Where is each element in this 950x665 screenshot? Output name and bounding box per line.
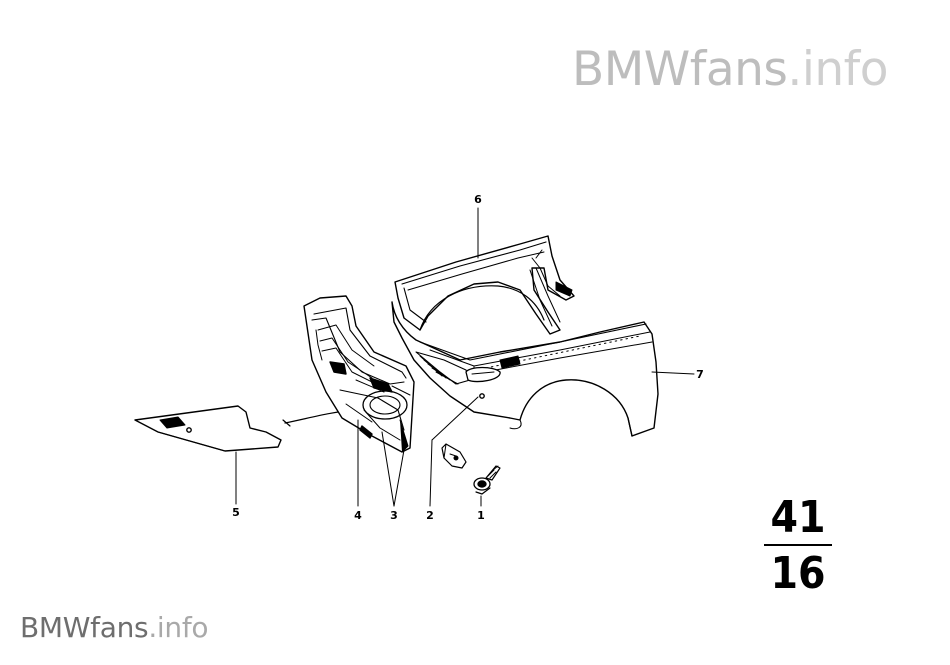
- cover-plate-part: [134, 405, 282, 452]
- watermark-top-brand: BMWfans: [572, 42, 788, 97]
- front-fender-assembly-part: [391, 235, 659, 437]
- callout-1: 1: [477, 509, 485, 522]
- callout-7: 7: [696, 368, 704, 381]
- callout-4: 4: [354, 509, 362, 522]
- fraction-divider: [764, 544, 832, 546]
- sub-group-number: 16: [770, 548, 826, 599]
- watermark-bottom: BMWfans.info: [20, 611, 209, 644]
- leader-lines: [235, 207, 695, 507]
- watermark-bottom-brand: BMWfans: [20, 611, 149, 644]
- main-group-number: 41: [770, 492, 826, 543]
- watermark-bottom-suffix: .info: [148, 611, 209, 644]
- callout-5: 5: [232, 506, 240, 519]
- watermark-top-suffix: .info: [787, 42, 888, 97]
- callout-3: 3: [390, 509, 398, 522]
- callout-6: 6: [474, 193, 482, 206]
- callout-2: 2: [426, 509, 434, 522]
- screw-part: [473, 465, 501, 495]
- group-code: 41 16: [764, 495, 832, 599]
- watermark-top: BMWfans.info: [572, 42, 888, 97]
- clip-part: [441, 443, 467, 469]
